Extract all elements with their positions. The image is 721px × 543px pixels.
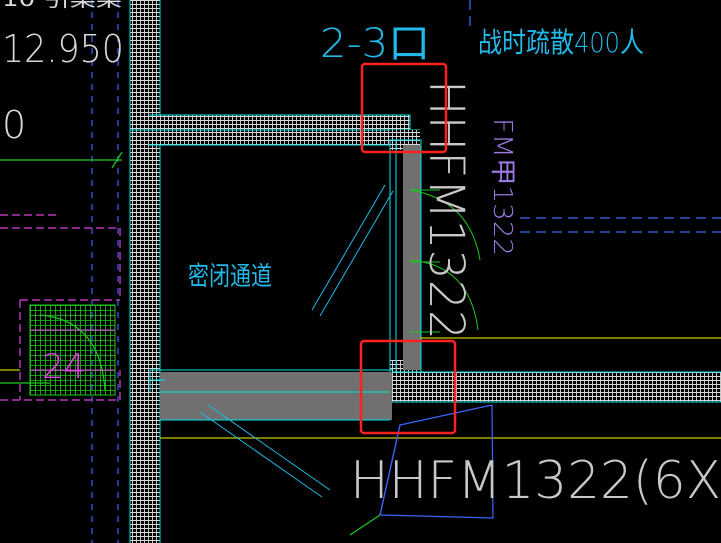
main-vertical-wall[interactable] <box>129 0 161 543</box>
left-magenta-dashed-frames <box>0 214 121 401</box>
bottom-door-label: HHFM1322(6X <box>350 451 721 511</box>
top-horizontal-wall[interactable] <box>130 114 420 146</box>
door-swing-arcs <box>409 189 481 333</box>
bottom-right-wall[interactable] <box>392 371 721 403</box>
room-id-label: 2-3口 <box>320 21 430 67</box>
left-green-grate <box>29 304 116 396</box>
left-vertical-blue-dashes <box>91 0 119 543</box>
elevation-number: 12.950 <box>2 27 124 71</box>
yellow-reference-lines <box>160 337 721 439</box>
purple-door-label: FM甲1322 <box>487 118 517 256</box>
top-left-cut-text: 10 引柔梁 <box>2 0 122 11</box>
bottom-blue-frame <box>349 404 494 536</box>
right-blue-dashes <box>469 0 721 233</box>
left-grate-label: 24 <box>42 347 85 387</box>
door-swing-lines <box>199 184 394 498</box>
corridor-label: 密闭通道 <box>188 262 272 292</box>
highlight-box-bottom[interactable] <box>359 339 457 435</box>
capacity-label: 战时疏散400人 <box>478 26 644 59</box>
red-highlight-boxes[interactable] <box>359 62 457 435</box>
bottom-concrete-wall[interactable] <box>149 369 392 421</box>
left-dimension-lines <box>0 151 123 384</box>
highlight-box-top[interactable] <box>360 62 448 154</box>
left-zero-label: 0 <box>2 103 26 147</box>
